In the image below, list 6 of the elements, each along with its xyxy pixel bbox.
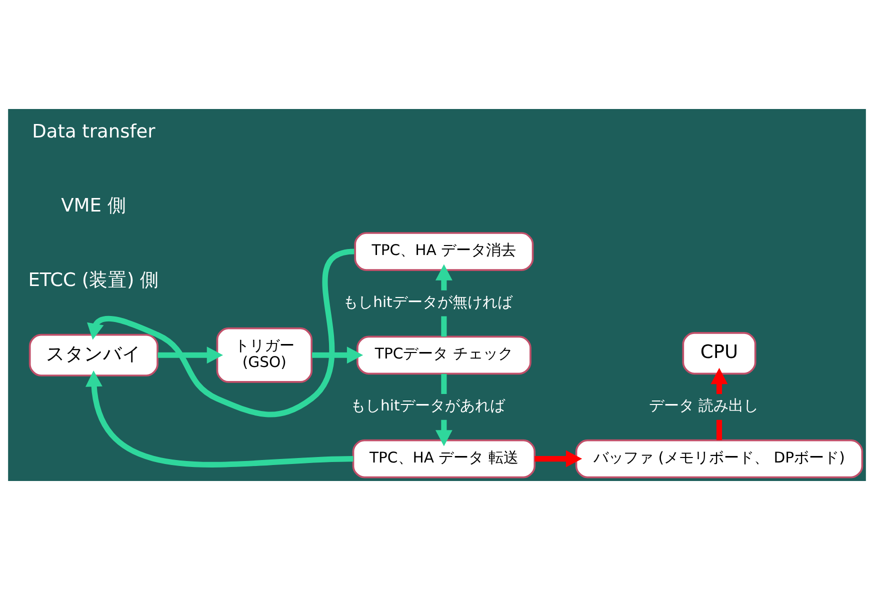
edge-label: データ 読み出し <box>648 397 759 414</box>
label: Data transfer <box>32 122 156 143</box>
label: ETCC (装置) 側 <box>28 270 160 291</box>
label: VME 側 <box>61 196 126 217</box>
edge-label: もしhitデータがあれば <box>350 397 505 414</box>
edge-label: もしhitデータが無ければ <box>343 294 512 311</box>
